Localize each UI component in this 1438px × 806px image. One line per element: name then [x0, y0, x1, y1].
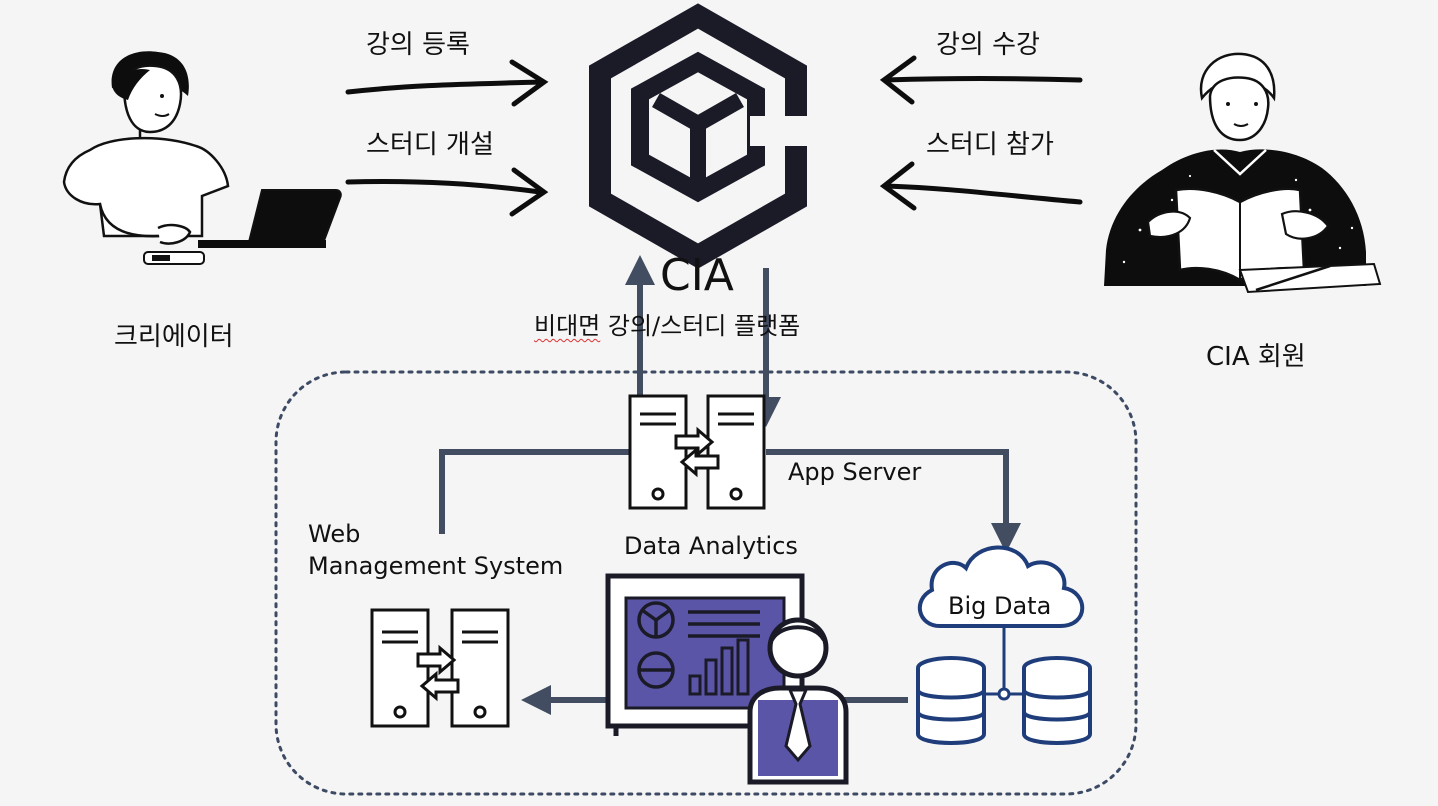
- presenter-icon: [747, 617, 849, 785]
- label-big-data: Big Data: [948, 592, 1052, 620]
- cia-logo-icon: [589, 3, 810, 269]
- database-right-icon: [1022, 656, 1092, 745]
- arrow-open-study: [345, 167, 549, 217]
- tagline-rest: 강의/스터디 플랫폼: [600, 312, 801, 340]
- creator-illustration-icon: [62, 51, 342, 265]
- label-register-course: 강의 등록: [366, 30, 470, 60]
- platform-tagline: 비대면 강의/스터디 플랫폼: [534, 306, 800, 341]
- arrow-register-course: [345, 59, 549, 107]
- connector-web-to-platform: [439, 255, 655, 534]
- label-creator: 크리에이터: [114, 322, 234, 352]
- label-app-server: App Server: [788, 458, 922, 486]
- connector-app-server-to-big-data: [766, 449, 1021, 553]
- arrow-take-course: [879, 55, 1083, 105]
- database-link-icon: [984, 626, 1024, 701]
- app-server-icon: [628, 394, 766, 510]
- label-web-management-line1: Web: [308, 520, 361, 548]
- tagline-word-remote: 비대면: [534, 312, 601, 340]
- system-boundary: [274, 370, 1138, 796]
- database-left-icon: [916, 656, 986, 745]
- brand-title: CIA: [660, 250, 734, 301]
- label-web-management-line2: Management System: [308, 552, 564, 580]
- label-open-study: 스터디 개설: [366, 130, 494, 160]
- big-data-cloud-icon: [917, 545, 1085, 628]
- member-illustration-icon: [1104, 52, 1382, 294]
- label-take-course: 강의 수강: [936, 30, 1040, 60]
- arrow-join-study: [879, 161, 1083, 211]
- label-data-analytics: Data Analytics: [624, 532, 798, 560]
- web-management-server-icon: [370, 608, 510, 728]
- label-member: CIA 회원: [1206, 342, 1306, 372]
- label-join-study: 스터디 참가: [926, 130, 1054, 160]
